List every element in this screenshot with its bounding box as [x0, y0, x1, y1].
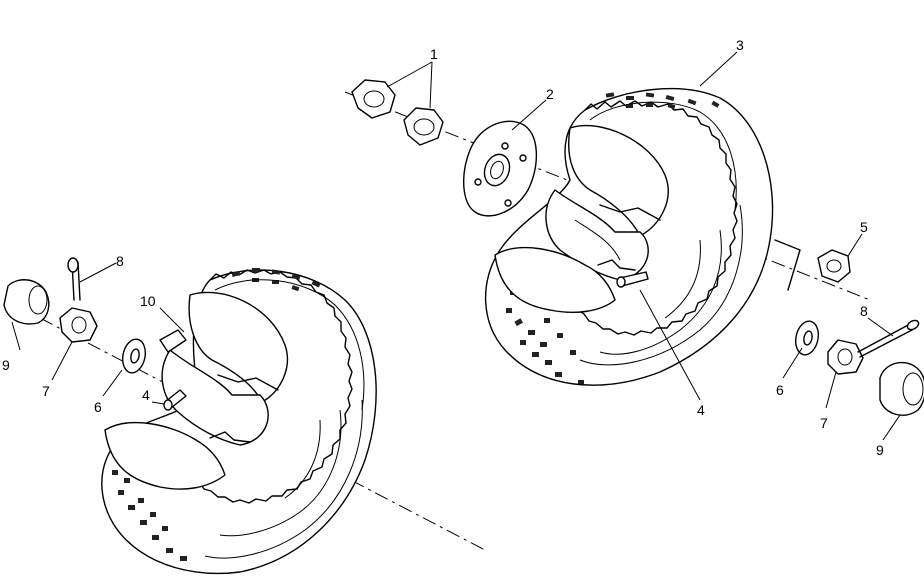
- callout-9-left: 9: [2, 357, 10, 373]
- right-hub-cap: [879, 361, 924, 416]
- callout-10: 10: [140, 293, 156, 309]
- left-wheel-assembly: [3, 257, 486, 575]
- callout-7-left: 7: [42, 383, 50, 399]
- left-stud: [163, 389, 187, 411]
- right-wheel-assembly: [344, 79, 924, 416]
- left-hub-cap: [3, 279, 50, 325]
- right-castle-nut: [827, 339, 864, 375]
- callout-8-right: 8: [860, 303, 868, 319]
- callout-4-left: 4: [142, 387, 150, 403]
- callout-9-right: 9: [876, 442, 884, 458]
- callout-1: 1: [430, 46, 438, 62]
- callout-7-right: 7: [820, 415, 828, 431]
- callout-6-left: 6: [94, 399, 102, 415]
- right-stud: [616, 271, 649, 288]
- left-tread-blocks: [112, 268, 321, 561]
- callout-leaders: [11, 51, 901, 441]
- right-nut-5: [774, 239, 851, 291]
- right-tread-blocks: [506, 92, 720, 384]
- callout-5: 5: [860, 219, 868, 235]
- left-cotter-pin: [67, 257, 81, 301]
- callout-8-left: 8: [116, 253, 124, 269]
- left-washer: [121, 338, 147, 374]
- callout-4-right: 4: [697, 402, 705, 418]
- right-cotter-pin: [857, 319, 920, 358]
- right-washer: [794, 320, 820, 356]
- right-jam-nuts: [351, 79, 444, 146]
- left-castle-nut: [59, 307, 98, 343]
- right-rim: [494, 124, 669, 313]
- callout-labels: 1 2 3 4 5 6 7 8 9 10 4 6 7 8 9: [2, 37, 884, 458]
- callout-2: 2: [546, 86, 554, 102]
- callout-6-right: 6: [776, 382, 784, 398]
- left-rim: [104, 291, 289, 490]
- right-hub: [462, 120, 538, 217]
- callout-3: 3: [736, 37, 744, 53]
